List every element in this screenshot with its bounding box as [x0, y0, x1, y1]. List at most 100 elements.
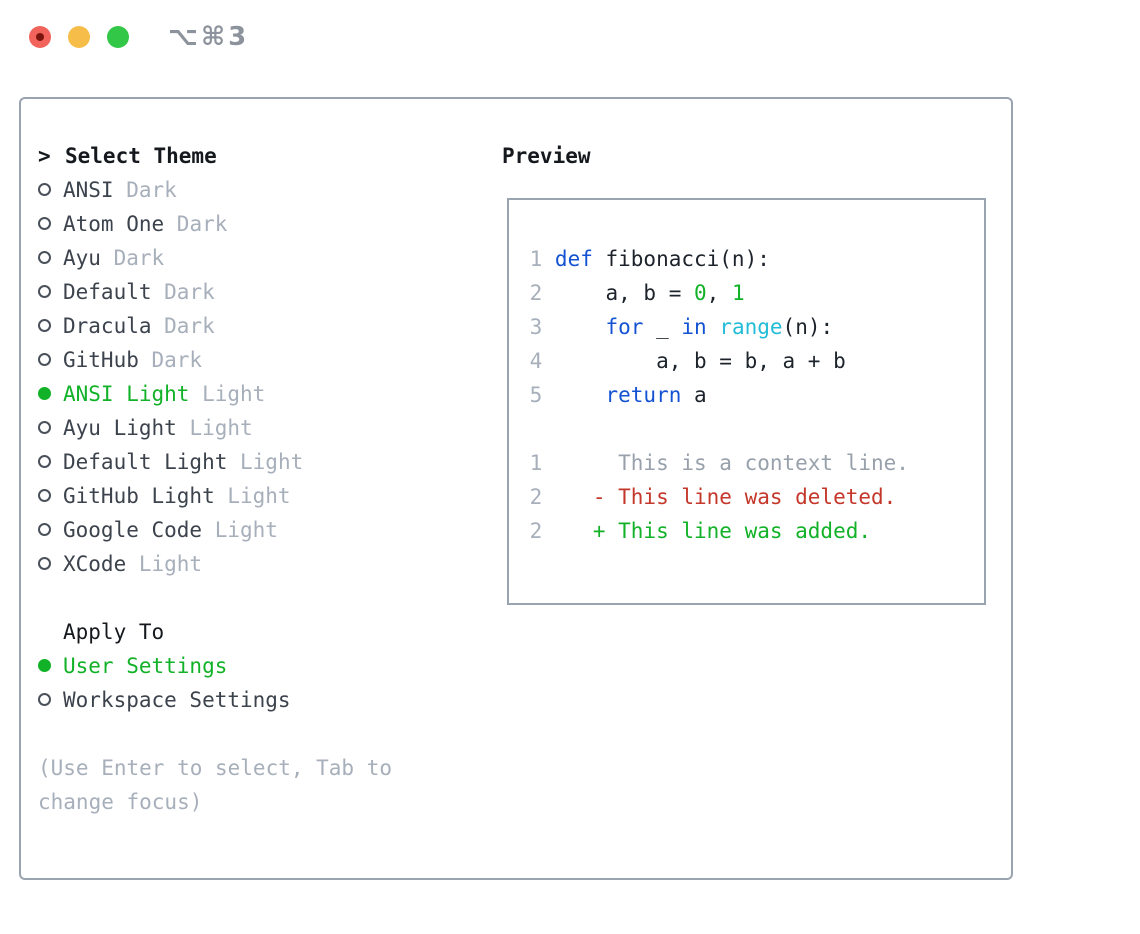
- radio-icon: [38, 523, 51, 536]
- theme-name: GitHub: [63, 348, 139, 372]
- code-token: return: [605, 383, 682, 407]
- theme-name: Default Light: [63, 450, 228, 474]
- theme-name: Google Code: [63, 518, 203, 542]
- theme-option[interactable]: Default Light Light: [38, 445, 478, 479]
- keyboard-hint: (Use Enter to select, Tab to change focu…: [38, 756, 393, 814]
- theme-name: XCode: [63, 552, 127, 576]
- line-number: 2: [529, 519, 543, 543]
- theme-variant: Light: [189, 382, 266, 406]
- theme-name: ANSI Light: [63, 382, 190, 406]
- apply-option[interactable]: User Settings: [38, 649, 478, 683]
- theme-option[interactable]: XCode Light: [38, 547, 478, 581]
- preview-line: 2 - This line was deleted.: [517, 480, 984, 514]
- line-number: 3: [529, 315, 543, 339]
- code-token: [555, 315, 606, 339]
- radio-icon: [38, 251, 51, 264]
- minimize-button[interactable]: [68, 26, 90, 48]
- cursor-prefix: >: [38, 144, 51, 168]
- radio-icon: [38, 319, 51, 332]
- theme-option[interactable]: ANSI Dark: [38, 173, 478, 207]
- theme-name: Ayu Light: [63, 416, 177, 440]
- code-token: - This line was deleted.: [554, 485, 897, 509]
- code-token: for: [605, 315, 644, 339]
- apply-to-label: Apply To: [63, 620, 165, 644]
- line-number: 2: [529, 485, 543, 509]
- radio-selected-icon: [38, 659, 51, 672]
- radio-icon: [38, 489, 51, 502]
- code-token: 1: [731, 281, 745, 305]
- theme-variant: Dark: [151, 314, 215, 338]
- preview-line: 2 a, b = 0, 1: [517, 276, 984, 310]
- apply-option-label: Workspace Settings: [63, 688, 291, 712]
- radio-icon: [38, 557, 51, 570]
- radio-icon: [38, 693, 51, 706]
- theme-option[interactable]: GitHub Light Light: [38, 479, 478, 513]
- theme-name: Atom One: [63, 212, 165, 236]
- code-token: [707, 315, 720, 339]
- code-token: fibonacci(n):: [592, 247, 770, 271]
- apply-option[interactable]: Workspace Settings: [38, 683, 478, 717]
- theme-name: Default: [63, 280, 152, 304]
- radio-icon: [38, 183, 51, 196]
- code-token: a, b = b, a + b: [554, 349, 846, 373]
- radio-icon: [38, 455, 51, 468]
- code-token: in: [681, 315, 707, 339]
- theme-name: Ayu: [63, 246, 101, 270]
- code-token: a: [681, 383, 707, 407]
- theme-variant: Dark: [113, 178, 177, 202]
- code-token: ,: [706, 281, 732, 305]
- theme-variant: Light: [126, 552, 203, 576]
- theme-variant: Light: [214, 484, 291, 508]
- theme-variant: Light: [227, 450, 304, 474]
- code-token: def: [554, 247, 593, 271]
- code-token: _: [643, 315, 682, 339]
- line-number: 1: [529, 247, 543, 271]
- theme-option[interactable]: Default Dark: [38, 275, 478, 309]
- gap: [38, 717, 478, 751]
- gap: [38, 581, 478, 615]
- radio-icon: [38, 285, 51, 298]
- preview-line: 3 for _ in range(n):: [517, 310, 984, 344]
- preview-blank-line: [517, 412, 984, 446]
- theme-variant: Light: [176, 416, 253, 440]
- preview-line: 1 This is a context line.: [517, 446, 984, 480]
- radio-icon: [38, 353, 51, 366]
- code-token: range: [719, 315, 783, 339]
- theme-option[interactable]: GitHub Dark: [38, 343, 478, 377]
- theme-variant: Dark: [138, 348, 203, 372]
- zoom-button[interactable]: [107, 26, 129, 48]
- theme-option[interactable]: Google Code Light: [38, 513, 478, 547]
- apply-to-header: Apply To: [38, 615, 478, 649]
- theme-name: ANSI: [63, 178, 114, 202]
- line-number: 5: [529, 383, 543, 407]
- line-number: 1: [529, 451, 543, 475]
- theme-option[interactable]: Dracula Dark: [38, 309, 478, 343]
- preview-line: 1 def fibonacci(n):: [517, 242, 984, 276]
- theme-variant: Dark: [164, 212, 228, 236]
- code-token: + This line was added.: [554, 519, 871, 543]
- close-button[interactable]: [29, 26, 51, 48]
- theme-name: GitHub Light: [63, 484, 215, 508]
- preview-line: 5 return a: [517, 378, 984, 412]
- apply-option-label: User Settings: [63, 654, 228, 678]
- code-token: 0: [694, 281, 707, 305]
- select-theme-header: >Select Theme: [38, 139, 478, 173]
- radio-selected-icon: [38, 387, 51, 400]
- theme-variant: Dark: [151, 280, 215, 304]
- code-token: a, b =: [554, 281, 694, 305]
- preview-line: 4 a, b = b, a + b: [517, 344, 984, 378]
- theme-option[interactable]: Ayu Light Light: [38, 411, 478, 445]
- theme-option[interactable]: Atom One Dark: [38, 207, 478, 241]
- theme-option[interactable]: ANSI Light Light: [38, 377, 478, 411]
- theme-option[interactable]: Ayu Dark: [38, 241, 478, 275]
- window-title: ⌥⌘3: [168, 22, 250, 52]
- code-token: [555, 383, 606, 407]
- preview-line: 2 + This line was added.: [517, 514, 984, 548]
- theme-name: Dracula: [63, 314, 152, 338]
- line-number: 4: [529, 349, 543, 373]
- line-number: 2: [529, 281, 543, 305]
